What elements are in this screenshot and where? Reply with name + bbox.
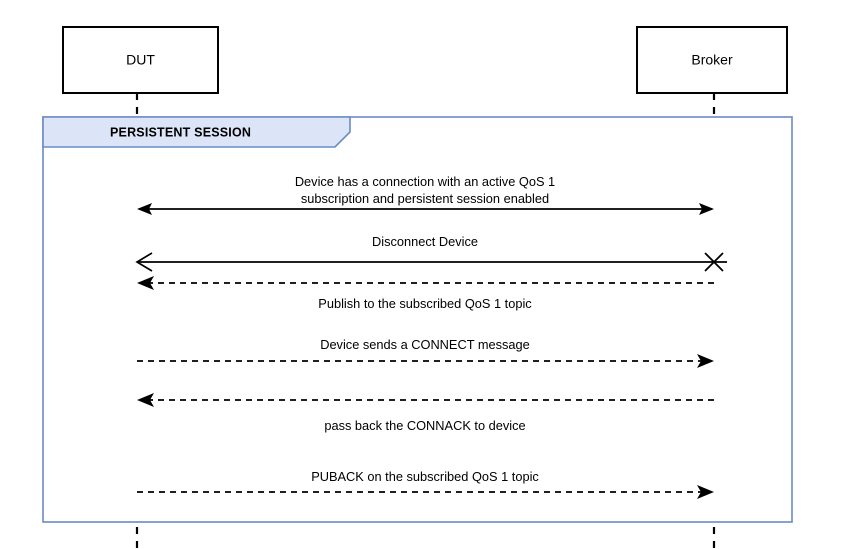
message-3[interactable]: Publish to the subscribed QoS 1 topic (137, 276, 714, 311)
message-1-arrowhead-left (137, 203, 152, 215)
message-1-arrowhead-right (699, 203, 714, 215)
participant-box-dut[interactable] (62, 26, 219, 94)
message-4[interactable]: Device sends a CONNECT message (137, 337, 714, 368)
message-1-label-line2: subscription and persistent session enab… (301, 191, 549, 206)
message-4-label-line1: Device sends a CONNECT message (320, 337, 530, 352)
destroy-marker-broker (704, 252, 724, 272)
fragment-tab (42, 116, 351, 148)
message-6-label-line1: PUBACK on the subscribed QoS 1 topic (311, 469, 539, 484)
participant-label-broker: Broker (691, 52, 733, 68)
fragment-box (42, 116, 793, 523)
message-1[interactable]: Device has a connection with an active Q… (137, 174, 714, 215)
message-4-arrowhead-right (697, 354, 714, 368)
message-5[interactable]: pass back the CONNACK to device (137, 393, 714, 433)
participant-label-dut: DUT (126, 52, 155, 68)
message-3-label-line1: Publish to the subscribed QoS 1 topic (318, 296, 532, 311)
message-3-arrowhead-left (137, 276, 154, 290)
message-1-label-line1: Device has a connection with an active Q… (295, 174, 555, 189)
message-6[interactable]: PUBACK on the subscribed QoS 1 topic (137, 469, 714, 499)
fragment-tab-label: PERSISTENT SESSION (110, 125, 251, 139)
message-2-label-line1: Disconnect Device (372, 234, 478, 249)
participant-box-broker[interactable] (636, 26, 788, 94)
message-5-label-line1: pass back the CONNACK to device (324, 418, 525, 433)
message-5-arrowhead-left (137, 393, 154, 407)
message-6-arrowhead-right (697, 485, 714, 499)
message-2[interactable]: Disconnect Device (135, 234, 727, 272)
message-2-arrowhead-left (135, 252, 153, 272)
